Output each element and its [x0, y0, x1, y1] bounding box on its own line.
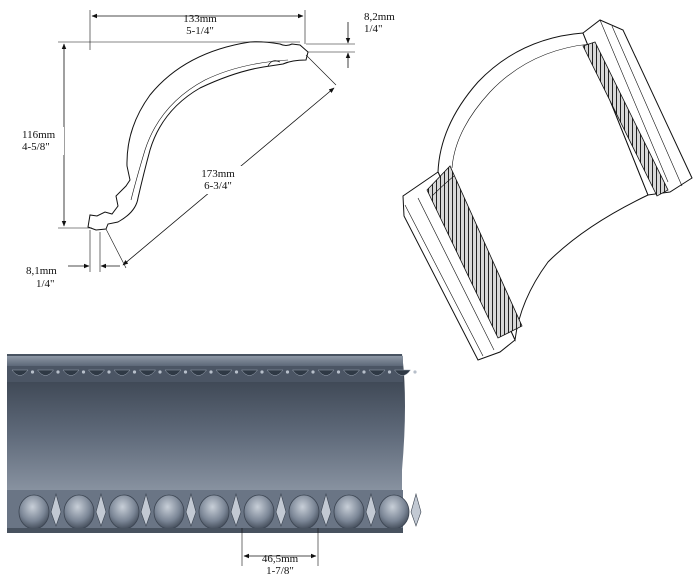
egg-ornament [378, 494, 410, 530]
top-step-metric-label: 8,2mm [364, 11, 395, 23]
dentil-drop [241, 369, 258, 376]
dentil-drop [317, 369, 335, 376]
dentil-drop [292, 369, 309, 376]
dentil-bead [285, 370, 290, 374]
iso-top-band-line-b [611, 25, 683, 187]
rendered-molding: 46,5mm 1-7/8" [7, 354, 422, 577]
dentil-drop [11, 369, 29, 376]
height-metric-label: 116mm [22, 129, 56, 141]
height-imperial-label: 4-5/8" [22, 141, 50, 153]
dentil-bead [56, 370, 60, 374]
egg-ornament [108, 494, 140, 530]
diagonal-extension-top [305, 54, 337, 86]
dentil-bead [158, 370, 162, 374]
dart-ornament [410, 492, 422, 527]
diagonal-extension-bottom [105, 228, 127, 269]
egg-ornament [288, 494, 320, 530]
egg-ornament [333, 494, 365, 530]
molding-render-body [7, 354, 405, 533]
dentil-bead [387, 370, 392, 374]
dentil-drop [394, 369, 411, 376]
ornament-imperial-label: 1-7/8" [266, 565, 294, 577]
dart-ornament [230, 492, 242, 527]
dentil-bead [183, 370, 188, 374]
dentil-drop [266, 369, 284, 376]
dentil-drop [139, 369, 156, 376]
dentil-drop [343, 369, 360, 376]
iso-bottom-ornament-strip [426, 165, 523, 339]
height-label-backdrop [18, 127, 64, 155]
dentil-bead [234, 370, 239, 374]
diagonal-imperial-label: 6-3/4" [204, 180, 232, 192]
molding-top-dentils [11, 369, 417, 376]
dentil-drop [164, 369, 182, 376]
dart-ornament [275, 492, 287, 527]
dart-ornament [95, 492, 107, 527]
dentil-drop [113, 369, 131, 376]
egg-ornament [198, 494, 230, 530]
dart-ornament [320, 492, 332, 527]
iso-ornament-end-curve [431, 175, 455, 197]
dentil-drop [215, 369, 233, 376]
dart-ornament [50, 492, 62, 527]
dentil-bead [362, 370, 366, 374]
iso-bottom-band-line-a [404, 204, 484, 357]
dentil-bead [209, 370, 213, 374]
bottom-step-imperial-label: 1/4" [36, 278, 55, 290]
dentil-drop [88, 369, 105, 376]
dentil-bead [132, 370, 137, 374]
diagonal-label-backdrop [196, 166, 244, 194]
dentil-drop [62, 369, 80, 376]
dentil-bead [81, 370, 86, 374]
molding-dentil-row [7, 366, 403, 382]
dentil-drop [368, 369, 386, 376]
dentil-bead [413, 370, 417, 374]
molding-top-band [7, 356, 403, 366]
iso-curved-face-inner [451, 43, 591, 169]
profile-detail-bead [267, 60, 281, 67]
dentil-drop [190, 369, 207, 376]
dart-ornament [185, 492, 197, 527]
profile-drawing: 133mm 5-1/4" 8,2mm 1/4" 116mm 4-5/8" 173… [18, 10, 395, 290]
iso-top-ornament-strip [582, 41, 669, 197]
ornament-metric-label: 46,5mm [262, 553, 299, 565]
dentil-bead [336, 370, 341, 374]
iso-bottom-band-line-b [417, 197, 495, 351]
dart-ornament [365, 492, 377, 527]
dentil-bead [260, 370, 264, 374]
dentil-bead [107, 370, 111, 374]
egg-ornament [63, 494, 95, 530]
width-imperial-label: 5-1/4" [186, 25, 214, 37]
dentil-drop [37, 369, 54, 376]
dart-ornament [140, 492, 152, 527]
top-step-imperial-label: 1/4" [364, 23, 383, 35]
iso-top-band-line-a [599, 19, 669, 183]
isometric-view [402, 19, 693, 361]
diagonal-metric-label: 173mm [201, 168, 235, 180]
dentil-bead [311, 370, 315, 374]
width-metric-label: 133mm [183, 13, 217, 25]
bottom-step-metric-label: 8,1mm [26, 265, 57, 277]
molding-bottom-fillet [7, 528, 403, 533]
egg-ornament [153, 494, 185, 530]
egg-ornament [243, 494, 275, 530]
dentil-bead [30, 370, 35, 374]
egg-ornament [18, 494, 50, 530]
